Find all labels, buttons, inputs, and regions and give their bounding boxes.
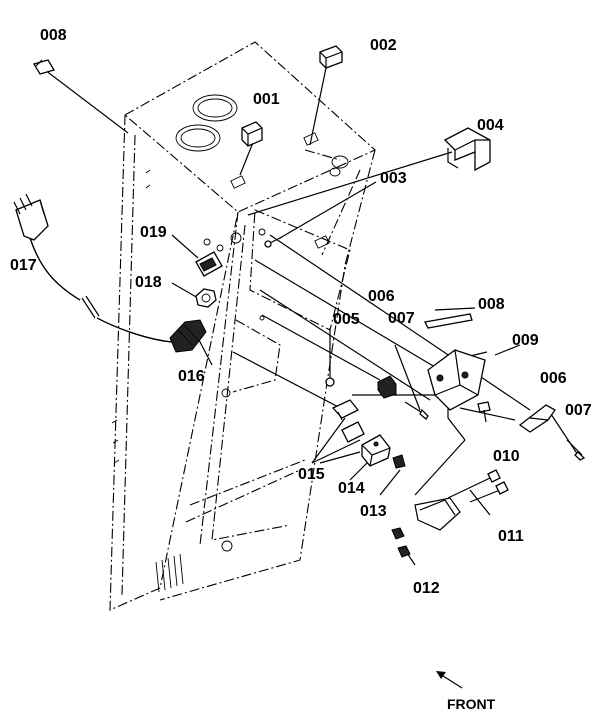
label-016: 016 <box>178 368 205 385</box>
part-018-nut <box>195 288 217 308</box>
label-013: 013 <box>360 503 387 520</box>
part-006-bracket-center <box>377 375 397 399</box>
label-005: 005 <box>333 311 360 328</box>
label-014: 014 <box>338 480 365 497</box>
label-004: 004 <box>477 117 504 134</box>
label-001: 001 <box>253 91 280 108</box>
part-009-plate <box>427 349 486 411</box>
label-006-right: 006 <box>540 370 567 387</box>
part-015-brackets <box>331 399 365 443</box>
label-017: 017 <box>10 257 37 274</box>
part-007-screw-right <box>566 439 586 461</box>
part-017-power-cord <box>13 193 173 343</box>
part-014-terminal-block <box>361 434 391 467</box>
label-007-center: 007 <box>388 310 415 327</box>
part-016-strain-relief <box>169 319 207 353</box>
label-009: 009 <box>512 332 539 349</box>
part-012-nuts <box>391 527 411 558</box>
part-005-grommet <box>325 377 335 387</box>
label-006-center: 006 <box>368 288 395 305</box>
label-002: 002 <box>370 37 397 54</box>
part-008-pin <box>424 313 473 329</box>
part-007-screw-center <box>404 401 429 420</box>
label-012: 012 <box>413 580 440 597</box>
label-018: 018 <box>135 274 162 291</box>
part-008-clip-top <box>33 59 55 75</box>
front-direction-arrow <box>436 671 463 689</box>
part-019-switch <box>195 251 223 277</box>
label-010: 010 <box>493 448 520 465</box>
part-010-screw <box>477 401 491 423</box>
part-labels: 008 002 001 004 003 019 017 018 006 008 … <box>10 27 592 712</box>
label-008-top: 008 <box>40 27 67 44</box>
part-006-bracket-right <box>518 404 556 433</box>
label-003: 003 <box>380 170 407 187</box>
label-019: 019 <box>140 224 167 241</box>
part-013-screw <box>392 454 406 469</box>
part-002-plug <box>319 45 343 69</box>
main-housing <box>109 41 376 611</box>
part-011-bolts <box>414 469 509 531</box>
label-008-right: 008 <box>478 296 505 313</box>
label-front: FRONT <box>447 696 496 712</box>
part-003-screw <box>264 236 283 248</box>
label-015: 015 <box>298 466 325 483</box>
part-004-bracket <box>443 127 491 172</box>
label-011: 011 <box>498 528 524 545</box>
part-001-plug <box>241 121 263 147</box>
label-007-right: 007 <box>565 402 592 419</box>
